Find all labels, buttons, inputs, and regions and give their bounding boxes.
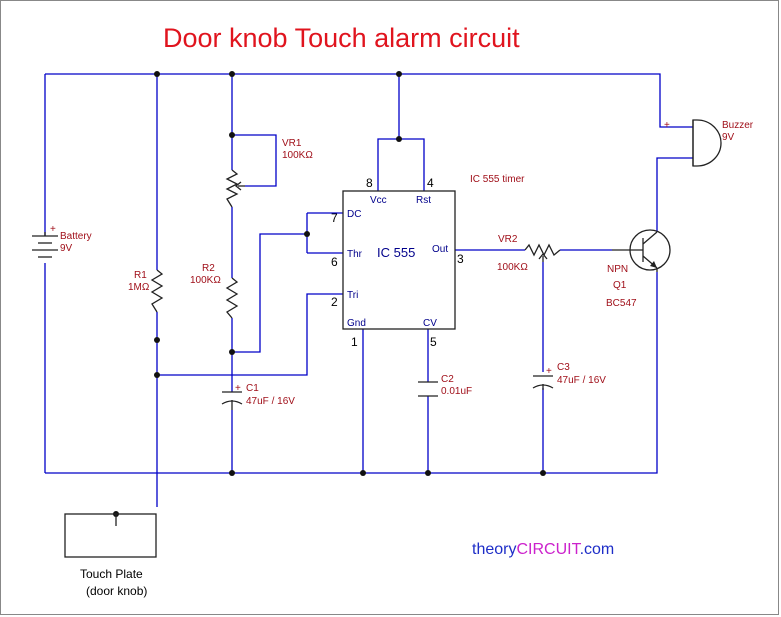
battery: + Battery 9V [32,224,92,258]
pin-number-vcc: 8 [366,176,373,190]
c3-plus: + [546,366,552,377]
touch-plate-sublabel: (door knob) [86,584,147,598]
pin-number-tri: 2 [331,295,338,309]
q1-type: NPN [607,264,628,275]
c3-value: 47uF / 16V [557,375,606,386]
transistor-q1: NPN Q1 BC547 [606,229,671,309]
c2-label: C2 [441,374,454,385]
touch-plate: Touch Plate (door knob) [64,513,157,598]
buzzer-label: Buzzer [722,120,754,131]
c1-value: 47uF / 16V [246,396,295,407]
vr2-value: 100KΩ [497,262,528,273]
capacitor-c2: C2 0.01uF [418,374,472,397]
pin-number-rst: 4 [427,176,434,190]
pin-number-out: 3 [457,252,464,266]
q1-part: BC547 [606,298,637,309]
pin-label-out: Out [432,244,448,255]
pin-number-thr: 6 [331,255,338,269]
battery-plus: + [50,224,56,235]
q1-label: Q1 [613,280,627,291]
pin-label-thr: Thr [347,249,363,260]
resistor-r1: R1 1MΩ [128,269,164,313]
r1-label: R1 [134,270,147,281]
potentiometer-vr1: VR1 100KΩ [225,138,313,208]
junction-dots [113,71,546,517]
c3-label: C3 [557,362,570,373]
resistor-r2: R2 100KΩ [190,263,239,319]
battery-value: 9V [60,243,73,254]
battery-label: Battery [60,231,92,242]
c2-value: 0.01uF [441,386,472,397]
pin-label-gnd: Gnd [347,318,366,329]
potentiometer-vr2: VR2 100KΩ [497,234,561,273]
pin-number-gnd: 1 [351,335,358,349]
vr1-label: VR1 [282,138,302,149]
r2-value: 100KΩ [190,275,221,286]
ic-name: IC 555 [377,245,415,260]
capacitor-c3: + C3 47uF / 16V [532,362,606,390]
pin-label-tri: Tri [347,290,358,301]
capacitor-c1: + C1 47uF / 16V [221,383,295,410]
pin-label-rst: Rst [416,195,431,206]
pin-label-cv: CV [423,318,437,329]
touch-plate-label: Touch Plate [80,567,143,581]
pin-number-dc: 7 [331,211,338,225]
vr2-label: VR2 [498,234,518,245]
buzzer-plus: + [664,120,670,131]
ic-555: IC 555 IC 555 timer Vcc Rst DC Thr Tri G… [331,174,525,349]
buzzer-value: 9V [722,132,735,143]
c1-plus: + [235,383,241,394]
pin-label-vcc: Vcc [370,195,387,206]
r2-label: R2 [202,263,215,274]
diagram-title: Door knob Touch alarm circuit [163,23,520,53]
pin-label-dc: DC [347,209,361,220]
ic-caption: IC 555 timer [470,174,525,185]
buzzer: + Buzzer 9V [664,119,754,167]
c1-label: C1 [246,383,259,394]
vr1-value: 100KΩ [282,150,313,161]
pin-number-cv: 5 [430,335,437,349]
brand-watermark: theoryCIRCUIT.com [472,541,614,558]
r1-value: 1MΩ [128,282,150,293]
